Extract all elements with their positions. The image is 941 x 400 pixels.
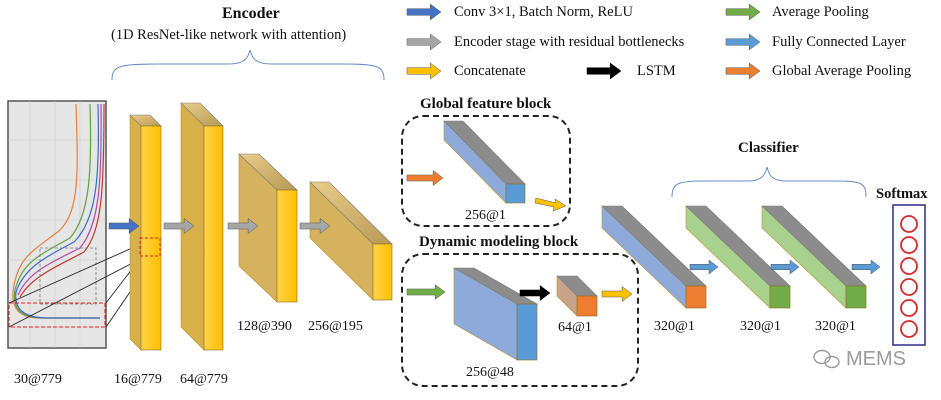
softmax-unit (900, 215, 918, 233)
wechat-icon (813, 349, 840, 369)
input-signal-plot (7, 100, 107, 349)
feature-map-256x195 (309, 181, 393, 301)
dim-fc2: 320@1 (815, 319, 856, 334)
classifier-title: Classifier (738, 140, 799, 156)
dim-fc1: 320@1 (740, 319, 781, 334)
concat-320x1 (601, 205, 707, 309)
global-feature-block (401, 115, 571, 227)
legend-fully-connected: Fully Connected Layer (772, 34, 906, 50)
arrow-fc-1 (689, 259, 719, 275)
legend-global-average-pooling: Global Average Pooling (772, 63, 912, 79)
dim-input: 30@779 (14, 372, 62, 387)
softmax-unit (900, 278, 918, 296)
dynamic-conv-256x48 (452, 267, 539, 361)
arrow-gap (406, 169, 444, 187)
dim-stage4: 256@195 (308, 319, 363, 334)
dynamic-modeling-block (401, 253, 639, 387)
arrow-stage-1 (163, 217, 195, 235)
arrow-fc-2 (770, 259, 800, 275)
watermark: MEMS (846, 348, 906, 370)
arrow-conv-input (108, 217, 140, 235)
dim-stage3: 128@390 (237, 319, 292, 334)
lstm-out-64x1 (556, 275, 598, 317)
dim-dynamic-conv: 256@48 (466, 365, 514, 380)
feature-map-16x779 (129, 114, 162, 351)
legend-average-pooling: Average Pooling (772, 4, 869, 20)
legend-arrow-concatenate (406, 62, 442, 80)
legend-lstm: LSTM (637, 63, 676, 79)
legend-concatenate: Concatenate (454, 63, 526, 79)
arrow-avgpool (406, 283, 446, 301)
dim-stage1: 16@779 (114, 372, 162, 387)
dim-global-out: 256@1 (465, 208, 506, 223)
legend-arrow-fully-connected (725, 33, 761, 51)
legend-arrow-average-pooling (725, 3, 761, 21)
softmax-unit (900, 320, 918, 338)
softmax-column (892, 204, 926, 346)
global-feature-256x1 (443, 120, 526, 204)
arrow-lstm (519, 284, 551, 302)
arrow-stage-3 (299, 217, 331, 235)
dynamic-modeling-block-title: Dynamic modeling block (419, 234, 579, 250)
encoder-title: Encoder (222, 5, 280, 22)
fc2-320x1 (761, 205, 867, 309)
legend-encoder-stage: Encoder stage with residual bottlenecks (454, 34, 685, 50)
arrow-stage-2 (227, 217, 259, 235)
dim-concat: 320@1 (654, 319, 695, 334)
dim-lstm-out: 64@1 (558, 320, 592, 335)
classifier-brace (671, 166, 867, 198)
legend-arrow-lstm (586, 62, 622, 80)
legend-arrow-conv (406, 3, 442, 21)
legend-arrow-global-average-pooling (725, 62, 761, 80)
legend-arrow-encoder-stage (406, 33, 442, 51)
arrow-concat (601, 285, 633, 303)
softmax-unit (900, 257, 918, 275)
arrow-fc-3 (851, 259, 881, 275)
softmax-unit (900, 299, 918, 317)
encoder-brace (111, 49, 385, 81)
encoder-subtitle: (1D ResNet-like network with attention) (111, 27, 347, 43)
dim-stage2: 64@779 (180, 372, 228, 387)
legend-conv: Conv 3×1, Batch Norm, ReLU (454, 4, 633, 20)
softmax-title: Softmax (876, 186, 928, 202)
softmax-unit (900, 236, 918, 254)
fc1-320x1 (685, 205, 791, 309)
global-feature-block-title: Global feature block (420, 96, 552, 112)
feature-map-128x390 (238, 153, 298, 303)
